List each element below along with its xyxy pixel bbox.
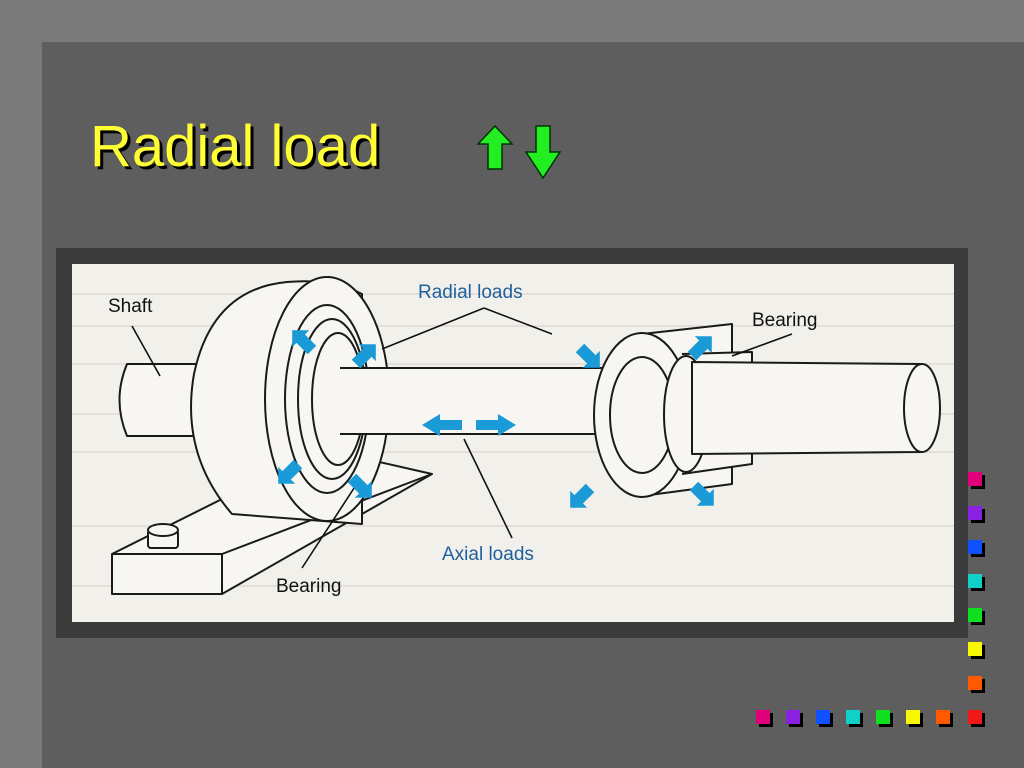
axial-load-arrows bbox=[422, 414, 516, 436]
decor-square-red bbox=[968, 710, 982, 724]
shaft-left bbox=[118, 363, 213, 437]
decor-square-green bbox=[968, 608, 982, 622]
decor-square-cyan bbox=[968, 574, 982, 588]
label-radial-loads: Radial loads bbox=[418, 282, 523, 303]
decor-square-purple bbox=[786, 710, 800, 724]
label-shaft: Shaft bbox=[108, 296, 153, 317]
bolt bbox=[147, 523, 179, 549]
decor-square-purple bbox=[968, 506, 982, 520]
decor-square-yellow bbox=[968, 642, 982, 656]
down-arrow-icon[interactable] bbox=[524, 125, 562, 180]
decor-square-orange bbox=[936, 710, 950, 724]
label-bearing-left: Bearing bbox=[276, 576, 342, 597]
decor-square-green bbox=[876, 710, 890, 724]
label-axial-loads: Axial loads bbox=[442, 544, 534, 565]
decor-square-pink bbox=[968, 472, 982, 486]
slide-nav bbox=[475, 124, 580, 187]
up-arrow-icon[interactable] bbox=[476, 124, 514, 170]
decor-square-orange bbox=[968, 676, 982, 690]
decor-square-blue bbox=[968, 540, 982, 554]
label-bearing-right: Bearing bbox=[752, 310, 818, 331]
shaft-right bbox=[691, 361, 933, 455]
slide-title: Radial load bbox=[90, 114, 381, 179]
decor-square-yellow bbox=[906, 710, 920, 724]
decor-square-blue bbox=[816, 710, 830, 724]
radial-load-arrows bbox=[278, 330, 714, 508]
decor-square-cyan bbox=[846, 710, 860, 724]
decor-square-pink bbox=[756, 710, 770, 724]
bearing-load-diagram: Shaft Radial loads Bearing Bearing Axial… bbox=[72, 264, 954, 622]
shaft-middle bbox=[340, 368, 610, 434]
